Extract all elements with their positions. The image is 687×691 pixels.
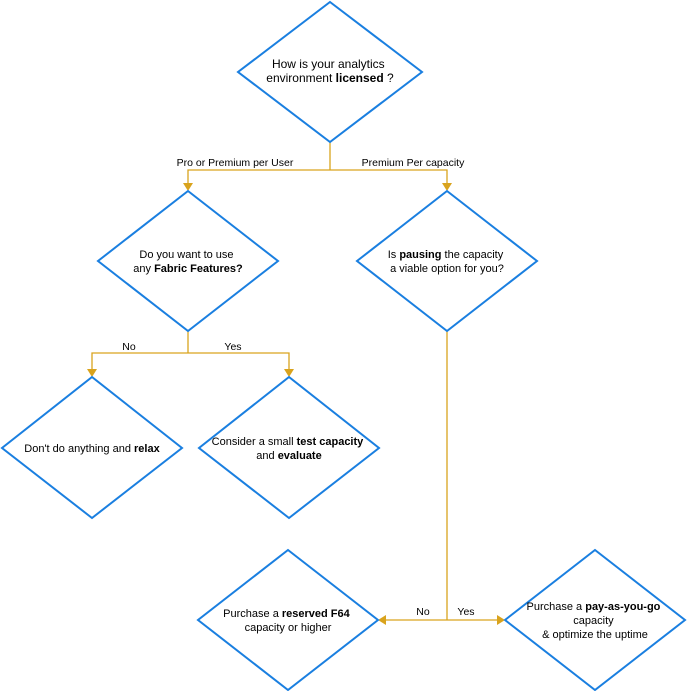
arrow-to-q2 [183, 183, 193, 191]
outcome-relax: Don't do anything and relax [0, 375, 184, 520]
outcome-relax-shape [0, 375, 184, 520]
edge-to-q2 [187, 169, 330, 184]
outcome-test-capacity-shape [197, 375, 381, 520]
edge-label-no-1: No [122, 341, 136, 353]
edge-labels: Pro or Premium per User Premium Per capa… [122, 157, 474, 618]
outcome-payg-text: Purchase a pay-as-you-go capacity & opti… [527, 601, 664, 641]
arrow-to-r4 [497, 615, 505, 625]
decision-licensing-text: How is your analytics environment licens… [266, 57, 394, 85]
outcome-test-capacity: Consider a small test capacity and evalu… [197, 375, 381, 520]
arrow-to-r3 [378, 615, 386, 625]
edge-label-yes-2: Yes [457, 606, 474, 618]
decision-fabric-features: Do you want to use any Fabric Features? [96, 189, 280, 333]
decision-pausing: Is pausing the capacity a viable option … [355, 189, 539, 333]
decision-licensing: How is your analytics environment licens… [236, 0, 424, 144]
outcome-relax-text: Don't do anything and relax [24, 443, 160, 455]
edge-to-r2 [188, 352, 290, 370]
decision-pausing-shape [355, 189, 539, 333]
arrow-to-r1 [87, 369, 97, 377]
outcome-reserved: Purchase a reserved F64 capacity or high… [196, 548, 380, 691]
decision-fabric-features-text: Do you want to use any Fabric Features? [133, 249, 243, 275]
outcome-test-capacity-text: Consider a small test capacity and evalu… [212, 436, 367, 462]
outcome-reserved-shape [196, 548, 380, 691]
edge-label-pro: Pro or Premium per User [177, 157, 294, 169]
decision-pausing-text: Is pausing the capacity a viable option … [388, 249, 507, 275]
edge-label-no-2: No [416, 606, 430, 618]
outcome-payg-shape [503, 548, 687, 691]
decision-licensing-shape [236, 0, 424, 144]
edge-label-yes-1: Yes [224, 341, 241, 353]
arrow-to-r2 [284, 369, 294, 377]
arrow-to-q3 [442, 183, 452, 191]
edge-to-r1 [91, 352, 188, 370]
edge-to-q3 [330, 169, 448, 184]
outcome-reserved-text: Purchase a reserved F64 capacity or high… [223, 608, 353, 634]
outcome-payg: Purchase a pay-as-you-go capacity & opti… [503, 548, 687, 691]
decision-fabric-features-shape [96, 189, 280, 333]
edge-label-premium: Premium Per capacity [362, 157, 465, 169]
edges [87, 142, 505, 625]
